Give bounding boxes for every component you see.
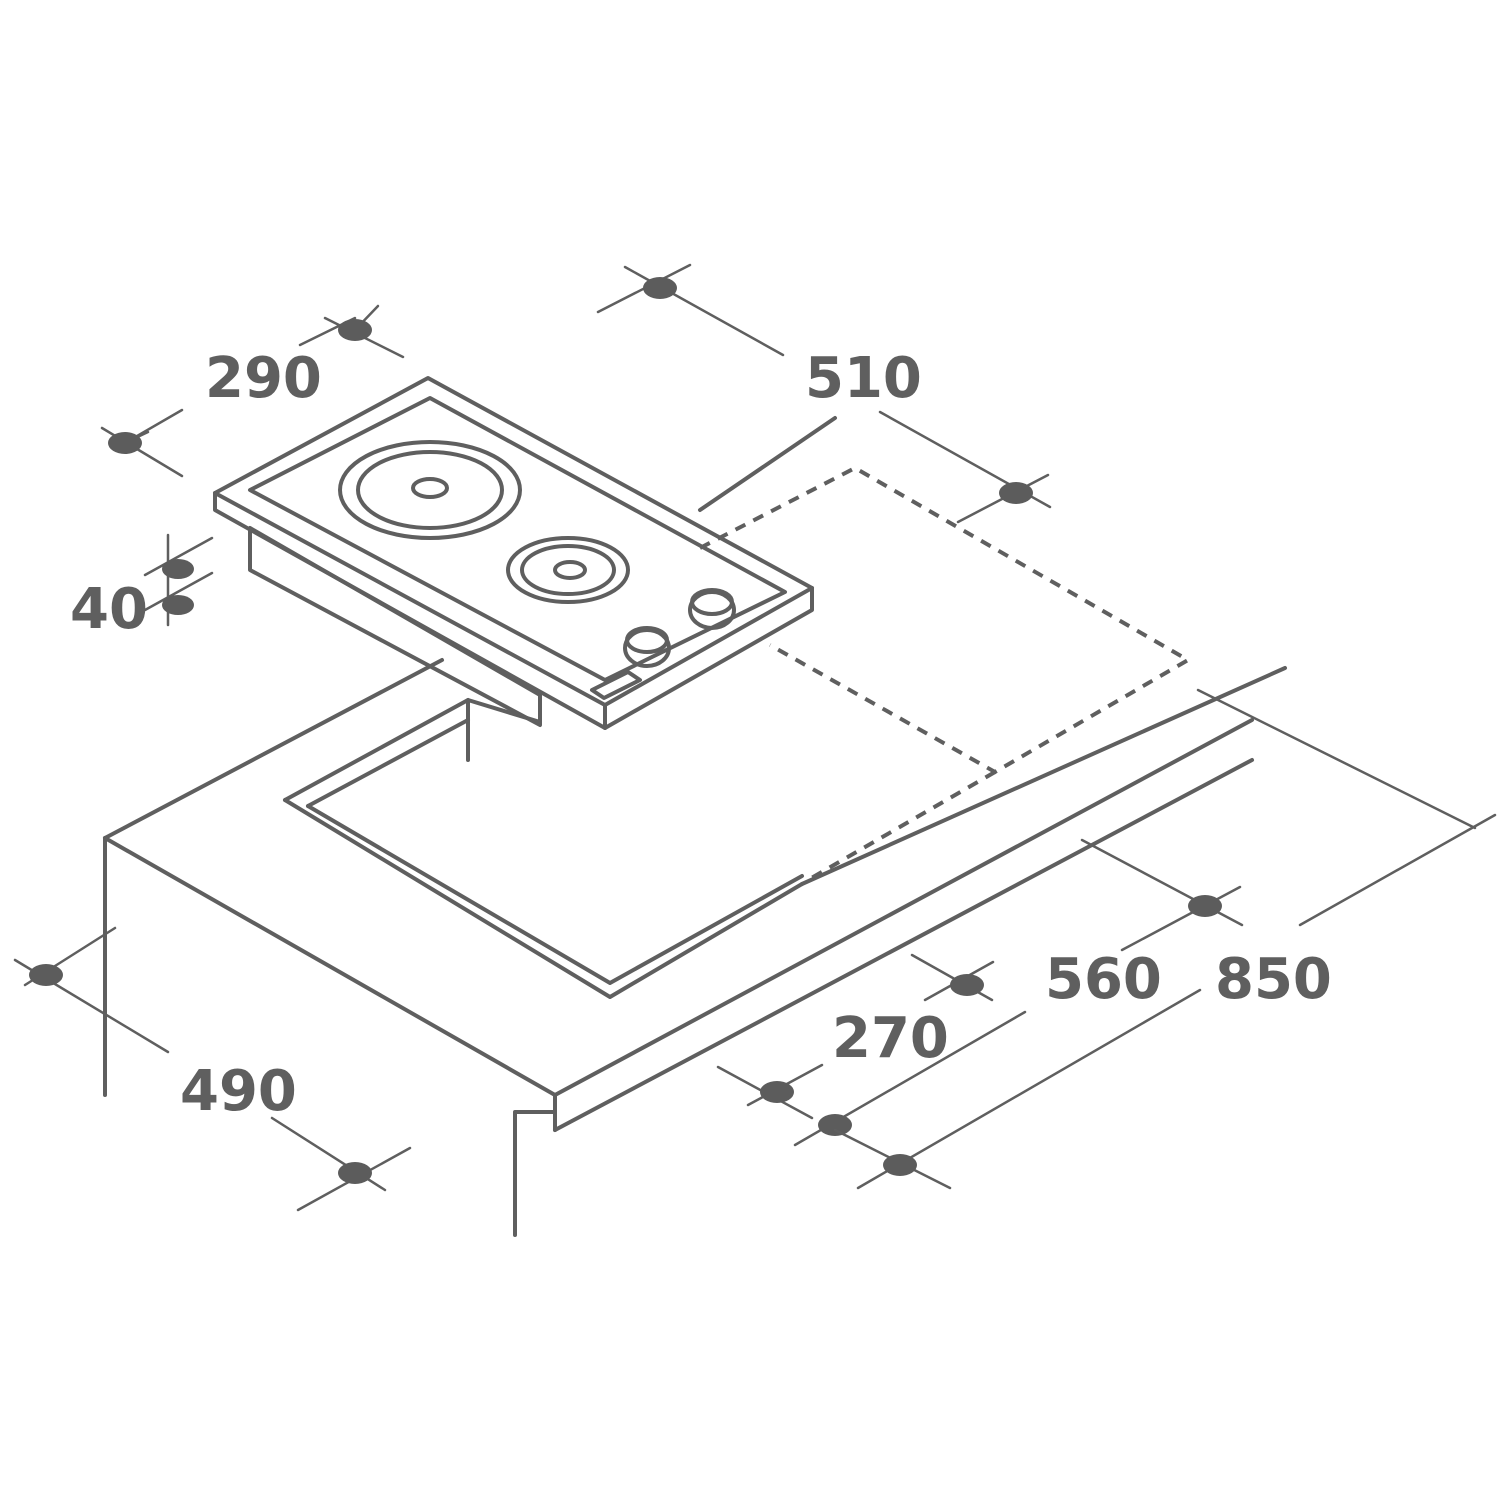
- countertop: [103, 416, 1287, 1237]
- dimension-label-40: 40: [70, 577, 148, 642]
- large-burner-icon: [338, 440, 522, 540]
- dimension-label-290: 290: [205, 346, 322, 411]
- hob-inner-panel: [248, 396, 787, 682]
- indicator-light-icon: [590, 670, 642, 700]
- hob-glass-top: [213, 376, 814, 707]
- control-knob-icon: [623, 588, 736, 668]
- cabinet-front-side: [513, 1110, 557, 1237]
- small-burner-icon: [506, 536, 630, 604]
- countertop-front-edge: [103, 836, 557, 1132]
- countertop-back-edge: [103, 658, 444, 840]
- cutout-back-left-wall: [283, 698, 470, 802]
- dimension-label-270: 270: [832, 1006, 949, 1071]
- cutout-inner-bottom: [306, 804, 804, 985]
- cutout-floor-edge: [283, 798, 804, 999]
- countertop-right-front-edge: [553, 718, 1254, 1097]
- cutout-opening: [283, 698, 804, 999]
- countertop-back-edge-right: [698, 416, 837, 512]
- dimension-510: [596, 263, 1052, 524]
- dashed-outline: [699, 465, 1192, 775]
- dashed-connector: [806, 770, 997, 882]
- hob-body-side: [248, 526, 542, 727]
- dimension-40: [143, 533, 214, 627]
- dimension-label-850: 850: [1215, 947, 1332, 1012]
- dimension-290: [100, 304, 405, 478]
- cutout-inner-ledge: [306, 718, 470, 808]
- dimension-490: [13, 926, 412, 1212]
- countertop-right-back-edge: [800, 666, 1287, 886]
- hob-body-corner: [466, 698, 542, 724]
- dimension-label-510: 510: [805, 346, 922, 411]
- dimension-850: [833, 688, 1497, 1190]
- dimension-560: [793, 838, 1244, 1147]
- domino-hob: [213, 376, 814, 730]
- dimension-label-560: 560: [1045, 947, 1162, 1012]
- dimension-270: [716, 953, 995, 1120]
- countertop-front-thickness: [553, 758, 1254, 1132]
- dimension-label-490: 490: [180, 1059, 297, 1124]
- second-module-outline: [699, 465, 1192, 882]
